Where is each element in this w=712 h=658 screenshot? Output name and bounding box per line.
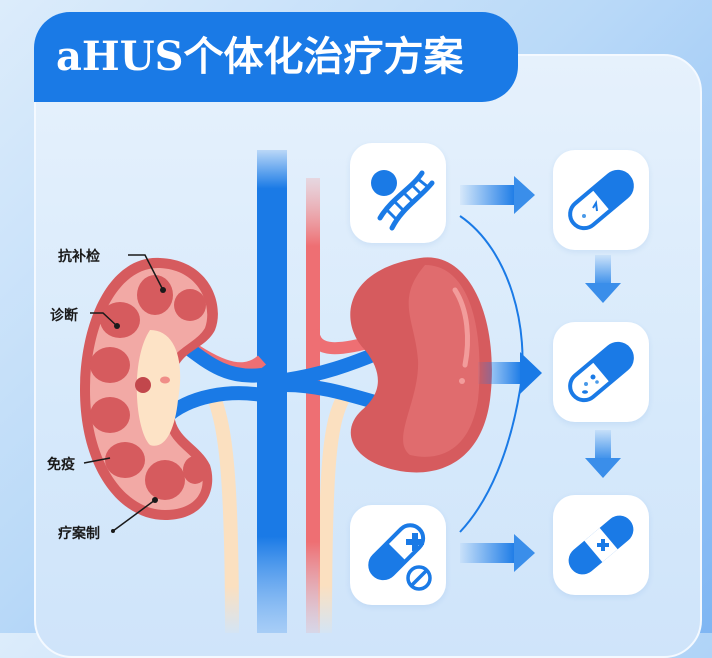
label-treatment-plan: 疗案制 [58,526,100,542]
capsule-drop-icon [568,169,634,231]
flow-arrows [460,176,621,572]
kidney-diagram [80,150,621,633]
left-ureter [208,397,239,633]
label-anti-complement: 抗补检 [58,249,100,265]
aorta [306,178,320,633]
capsule-plus-icon [568,515,634,575]
tile-capsule-2 [553,322,649,422]
tile-genetic [350,143,446,243]
pill-prohibit-icon [368,523,432,591]
title-banner [34,12,518,102]
tile-capsule-1 [553,150,649,250]
page-title: aHUS个体化治疗方案 [56,33,464,80]
capsule-particles-icon [568,341,634,403]
kidney-cross-section [80,257,218,520]
tile-capsule-3 [553,495,649,595]
label-immune: 免疫 [47,457,75,473]
tile-pill-prohibit [350,505,446,605]
label-diagnosis: 诊断 [50,308,78,324]
dna-person-icon [371,170,435,231]
right-ureter [318,391,352,633]
